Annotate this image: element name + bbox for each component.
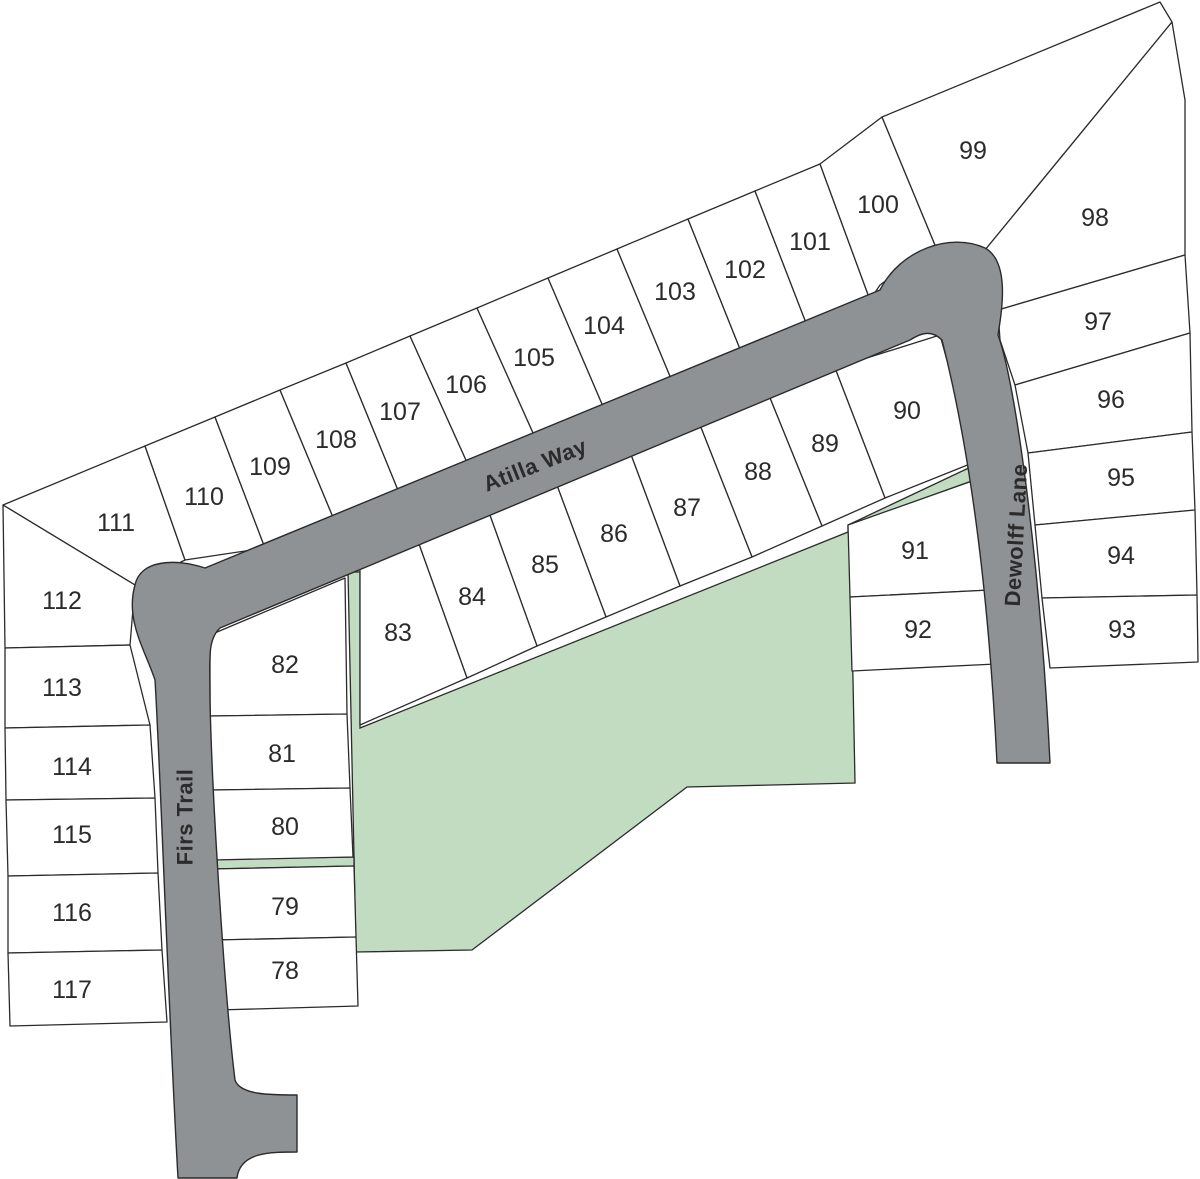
lot-label: 95 (1107, 464, 1135, 492)
lot-label: 103 (654, 278, 696, 306)
lot-label: 87 (673, 494, 701, 522)
lot-label: 105 (513, 344, 555, 372)
lot-label: 84 (458, 583, 486, 611)
lot-label: 80 (271, 813, 299, 841)
lot-label: 90 (893, 397, 921, 425)
lot-label: 115 (52, 821, 92, 849)
lot-label: 86 (600, 520, 628, 548)
lot-label: 99 (959, 137, 987, 165)
street-label-firs-trail: Firs Trail (173, 769, 198, 866)
lot-label: 100 (857, 191, 899, 219)
lot-label: 104 (583, 312, 625, 340)
lot-93[interactable] (1041, 594, 1199, 669)
lot-label: 106 (445, 371, 487, 399)
lot-label: 81 (268, 740, 296, 768)
atilla-way-road[interactable] (131, 241, 1051, 1179)
lot-label: 83 (384, 619, 412, 647)
lot-label: 114 (52, 753, 92, 781)
lot-label: 117 (52, 976, 92, 1004)
lot-label: 112 (42, 587, 82, 615)
lot-label: 97 (1084, 308, 1112, 336)
lot-label: 96 (1097, 386, 1125, 414)
lot-label: 98 (1081, 204, 1109, 232)
lot-label: 85 (531, 551, 559, 579)
lot-label: 92 (904, 616, 932, 644)
lot-label: 110 (184, 483, 224, 511)
lot-label: 107 (379, 398, 421, 426)
lot-label: 89 (811, 430, 839, 458)
lot-label: 88 (744, 458, 772, 486)
lot-label: 101 (789, 228, 831, 256)
lot-label: 91 (901, 537, 929, 565)
lot-label: 94 (1107, 542, 1135, 570)
lot-label: 108 (315, 426, 357, 454)
lot-label: 102 (724, 256, 766, 284)
lot-label: 111 (97, 509, 135, 537)
lot-label: 93 (1108, 616, 1136, 644)
lot-label: 79 (271, 893, 299, 921)
lot-label: 78 (271, 957, 299, 985)
lot-117[interactable] (7, 949, 168, 1027)
lot-label: 113 (42, 674, 82, 702)
lot-label: 116 (52, 899, 92, 927)
lot-label: 109 (249, 453, 291, 481)
lot-label: 82 (271, 651, 299, 679)
